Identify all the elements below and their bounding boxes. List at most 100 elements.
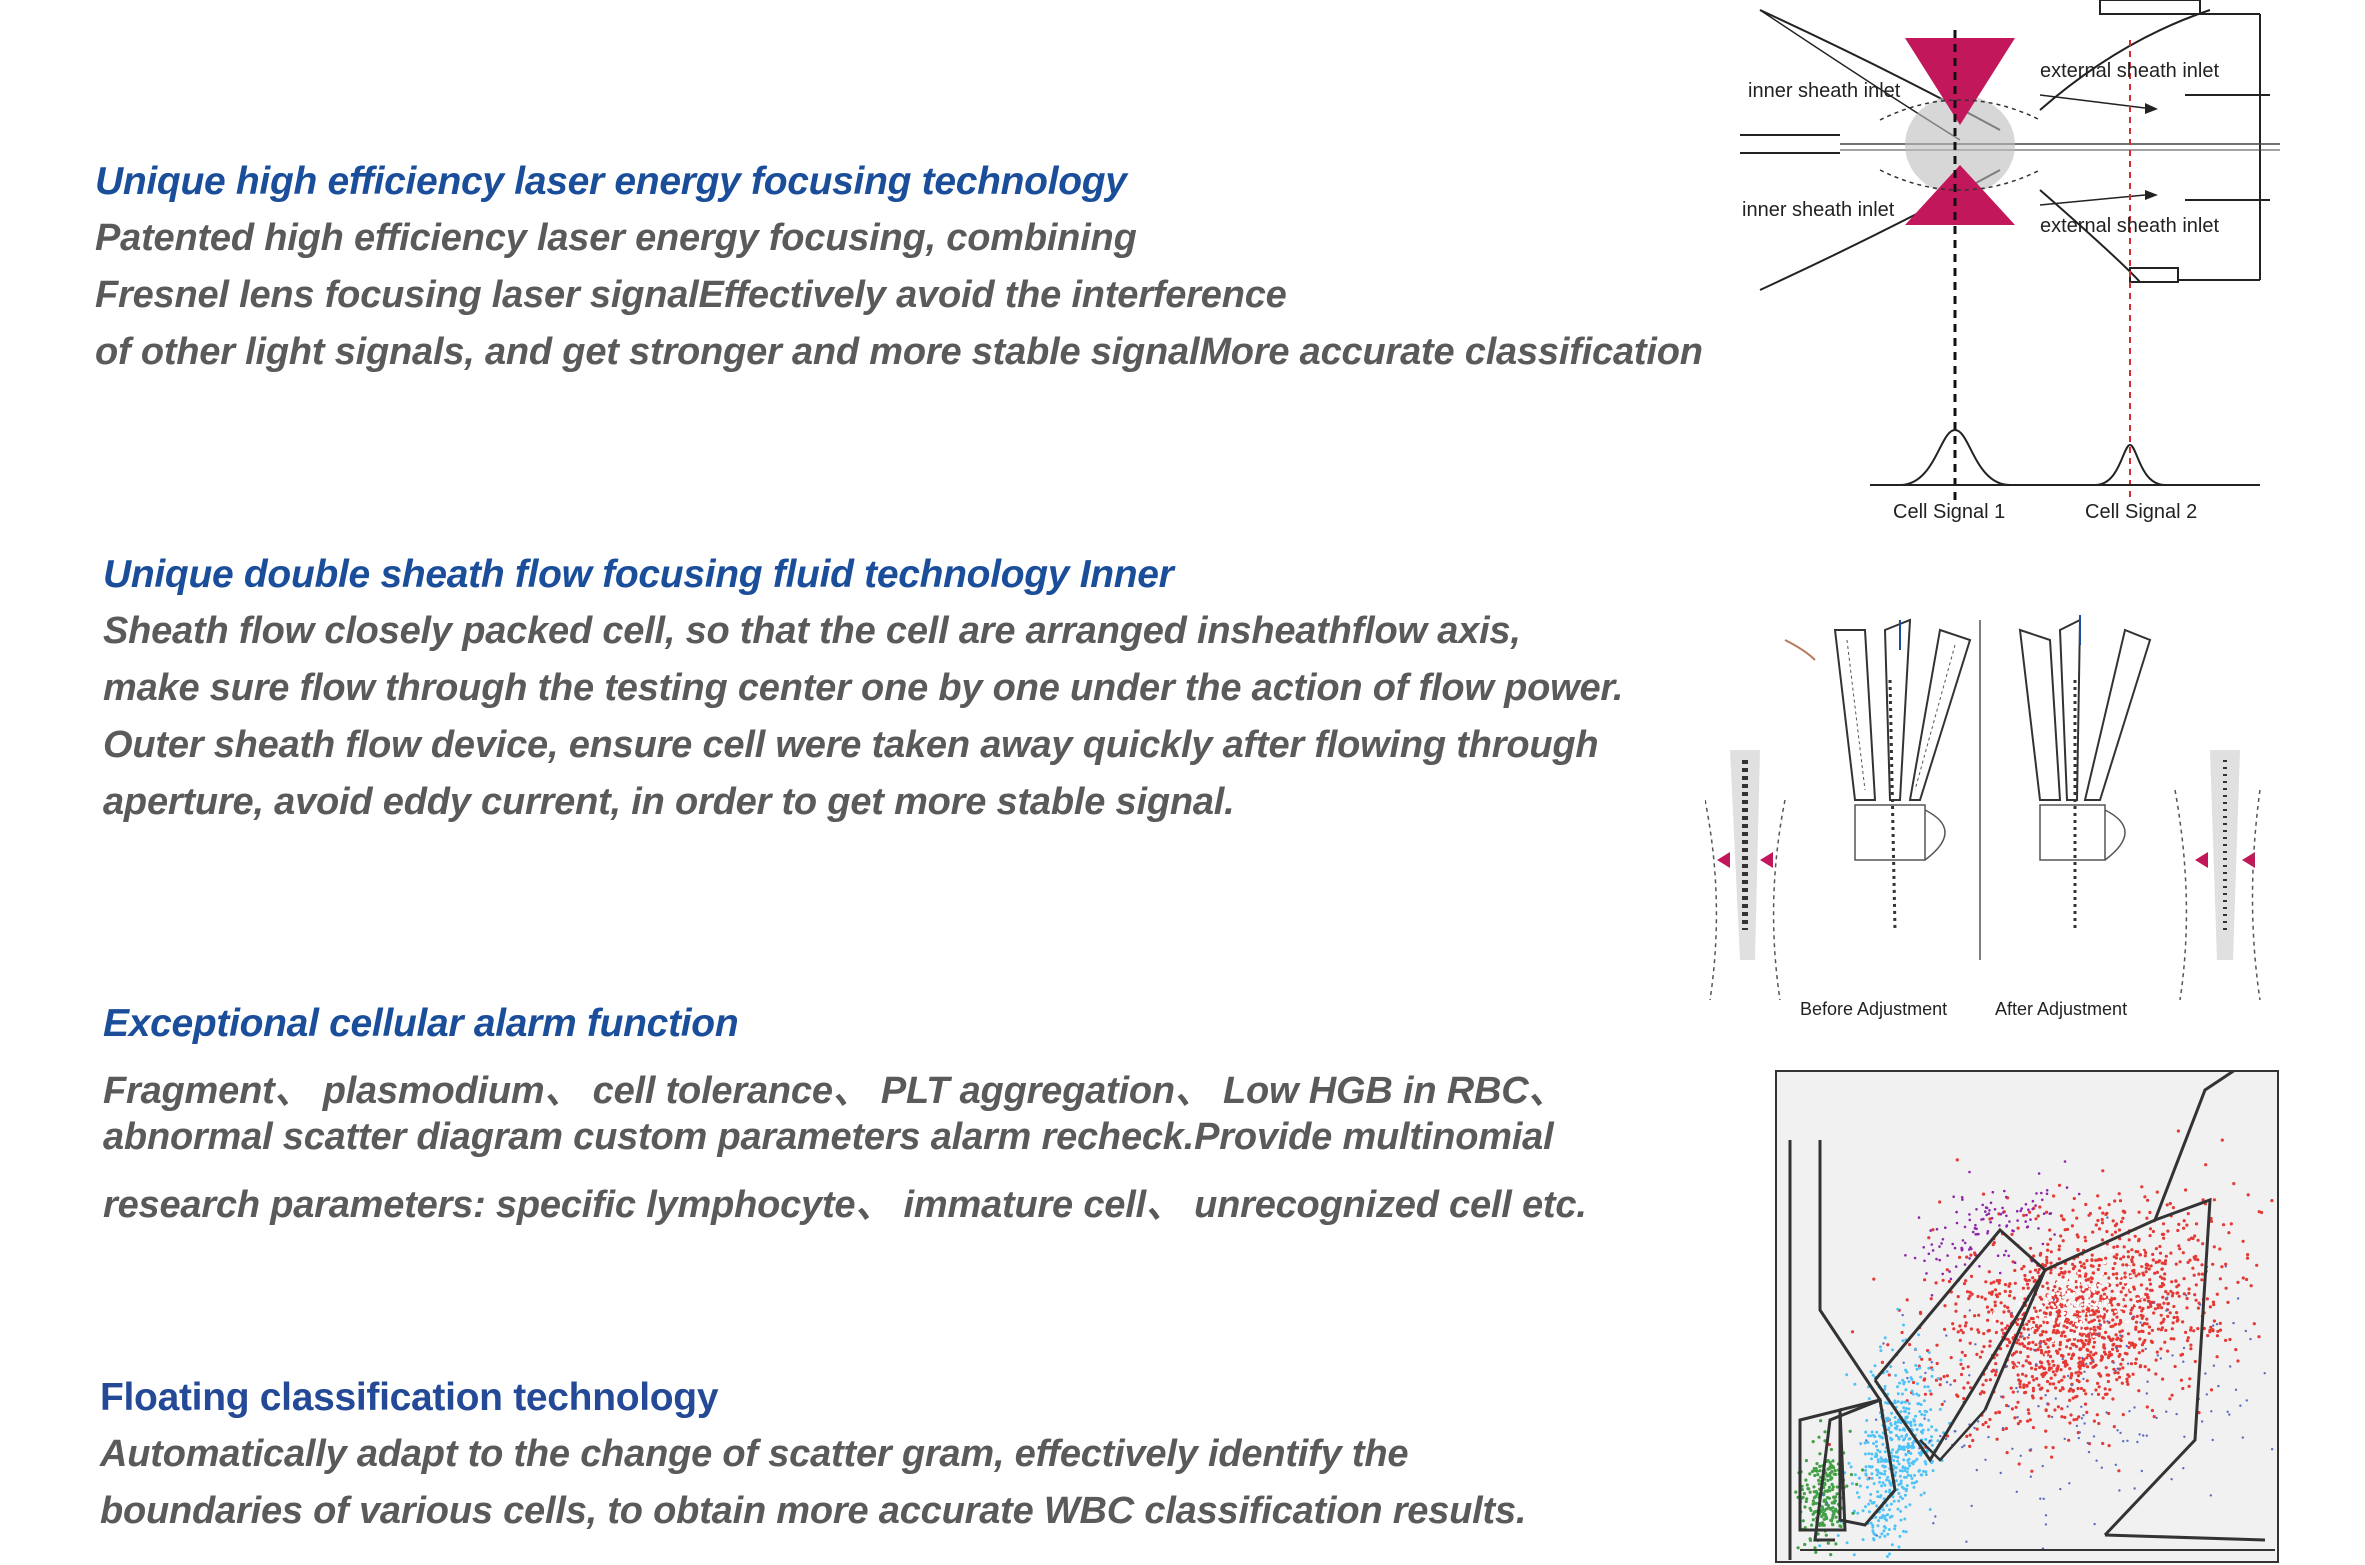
scatter-dot [2132,1287,2136,1291]
scatter-dot [1902,1458,1906,1462]
scatter-dot [2133,1234,2137,1238]
scatter-dot [2022,1385,2026,1389]
scatter-dot [1890,1438,1894,1442]
scatter-dot [2234,1348,2238,1352]
scatter-dot [2092,1419,2096,1423]
scatter-dot [1873,1533,1877,1536]
scatter-dot [1879,1460,1883,1463]
scatter-dot [2036,1348,2040,1352]
scatter-dot [2196,1238,2200,1242]
scatter-dot [2170,1393,2174,1397]
scatter-dot [2075,1297,2079,1301]
scatter-dot [2010,1407,2014,1411]
scatter-dot [1910,1389,1914,1393]
scatter-dot [1871,1373,1875,1377]
scatter-dot [1967,1297,1971,1301]
scatter-dot [2111,1343,2115,1347]
scatter-dot [2148,1288,2153,1292]
scatter-dot [2073,1303,2077,1307]
scatter-dot [1915,1480,1919,1484]
scatter-dot [2009,1386,2013,1390]
section-text-line: of other light signals, and get stronger… [95,331,1703,373]
scatter-dot [2077,1282,2080,1285]
scatter-dot [1876,1524,1880,1528]
scatter-dot [2205,1393,2208,1396]
scatter-dot [2209,1388,2214,1392]
scatter-dot [2226,1300,2230,1304]
scatter-dot [2057,1279,2061,1282]
scatter-dot [2101,1396,2105,1400]
scatter-dot [2069,1376,2073,1380]
scatter-dot [2148,1234,2152,1238]
scatter-dot [1954,1309,1958,1313]
scatter-dot [2065,1277,2069,1281]
scatter-dot [1884,1458,1888,1461]
scatter-dot [2122,1298,2126,1302]
scatter-dot [1901,1497,1904,1501]
scatter-dot [2028,1418,2032,1422]
scatter-dot [2136,1299,2140,1303]
scatter-dot [2133,1487,2136,1490]
scatter-dot [2144,1251,2148,1255]
scatter-dot [2107,1411,2111,1416]
scatter-dot [2126,1332,2131,1336]
scatter-dot [2051,1339,2055,1343]
scatter-dot [2058,1343,2062,1347]
scatter-dot [2016,1416,2019,1419]
scatter-dot [1910,1461,1914,1465]
scatter-dot [2038,1205,2042,1209]
scatter-dot [2107,1373,2111,1377]
scatter-dot [1944,1226,1947,1229]
scatter-dot [1897,1437,1901,1441]
scatter-dot [2212,1364,2216,1367]
scatter-dot [1918,1423,1922,1427]
scatter-dot [2075,1310,2079,1314]
scatter-dot [1941,1278,1945,1282]
scatter-dot [2077,1271,2080,1275]
scatter-dot [2171,1291,2175,1295]
scatter-dot [1883,1469,1887,1473]
scatter-dot [2039,1387,2043,1391]
scatter-dot [1887,1528,1891,1531]
scatter-dot [2164,1290,2168,1294]
scatter-dot [1910,1377,1914,1381]
scatter-dot [1899,1482,1902,1486]
scatter-dot [1836,1534,1840,1537]
scatter-dot [2029,1475,2032,1478]
scatter-dot [2140,1469,2143,1473]
scatter-dot [1988,1209,1991,1212]
scatter-dot [2000,1321,2004,1325]
scatter-dot [2078,1431,2081,1434]
scatter-dot [1874,1515,1878,1519]
scatter-dot [2160,1306,2164,1310]
scatter-dot [2088,1323,2092,1327]
scatter-dot [2212,1324,2215,1327]
scatter-dot [2027,1208,2030,1211]
scatter-dot [2046,1248,2050,1252]
scatter-dot [2229,1222,2233,1226]
scatter-dot [2176,1318,2180,1322]
scatter-dot [2155,1190,2159,1194]
scatter-dot [2172,1315,2176,1320]
scatter-dot [2038,1345,2042,1349]
scatter-dot [1801,1519,1805,1523]
scatter-dot [1981,1383,1985,1387]
scatter-dot [2057,1244,2062,1248]
scatter-dot [2025,1213,2028,1217]
section-text-line: research parameters: specific lymphocyte… [103,1184,1587,1226]
scatter-dot [2162,1277,2166,1281]
scatter-dot [1892,1499,1896,1503]
scatter-dot [2069,1356,2073,1361]
scatter-dot [2177,1244,2181,1248]
scatter-dot [1994,1362,1998,1366]
scatter-dot [1904,1416,1908,1419]
scatter-dot [2048,1311,2052,1315]
scatter-dot [2097,1385,2101,1389]
scatter-dot [2004,1326,2008,1330]
scatter-dot [2107,1444,2111,1448]
scatter-dot [2065,1227,2070,1231]
scatter-dot [1969,1386,1973,1390]
scatter-dot [1804,1499,1808,1504]
scatter-dot [2158,1275,2163,1279]
scatter-dot [1867,1397,1871,1401]
